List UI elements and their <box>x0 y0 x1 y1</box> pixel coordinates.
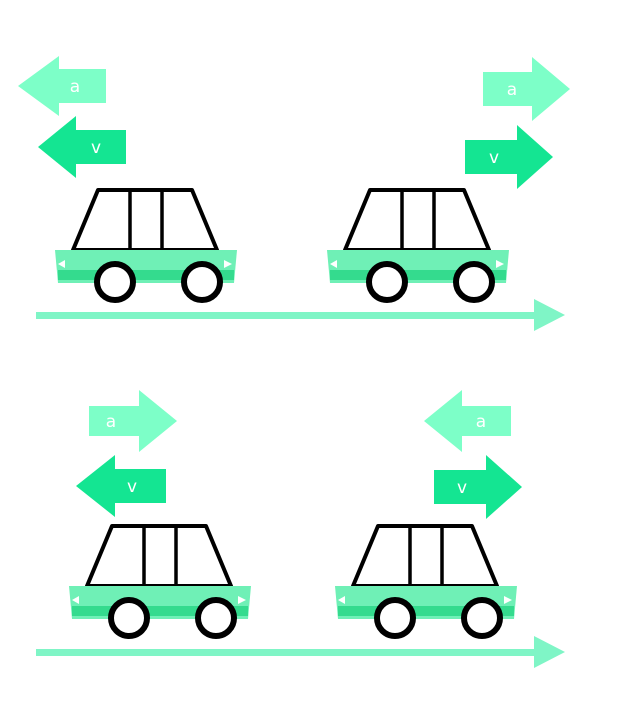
acceleration-label: a <box>507 80 517 100</box>
arrow-icon <box>465 125 553 189</box>
acceleration-label: a <box>106 412 116 432</box>
arrow-icon <box>89 390 177 452</box>
velocity-arrow-top-right: v <box>465 125 553 189</box>
arrow-icon <box>434 455 522 519</box>
velocity-label: v <box>457 478 467 498</box>
velocity-arrow-bottom-right: v <box>434 455 522 519</box>
velocity-label: v <box>489 148 499 168</box>
car-icon <box>55 190 237 300</box>
panel-bottom-right: a v <box>335 390 522 636</box>
panel-top-left: a v <box>18 56 237 300</box>
velocity-label: v <box>91 138 101 158</box>
arrow-icon <box>76 455 166 517</box>
acceleration-label: a <box>70 77 80 97</box>
panel-bottom-left: a v <box>69 390 251 636</box>
acceleration-arrow-bottom-right: a <box>424 390 511 452</box>
arrow-icon <box>18 56 106 116</box>
position-axis-bottom <box>36 636 565 668</box>
acceleration-arrow-bottom-left: a <box>89 390 177 452</box>
acceleration-arrow-top-left: a <box>18 56 106 116</box>
car-icon <box>335 526 517 636</box>
car-icon <box>327 190 509 300</box>
arrow-icon <box>38 116 126 178</box>
panel-top-right: a v <box>327 57 570 300</box>
velocity-label: v <box>127 477 137 497</box>
arrow-icon <box>483 57 570 121</box>
car-icon <box>69 526 251 636</box>
position-axis-top <box>36 299 565 331</box>
acceleration-label: a <box>476 412 486 432</box>
velocity-arrow-top-left: v <box>38 116 126 178</box>
acceleration-arrow-top-right: a <box>483 57 570 121</box>
velocity-arrow-bottom-left: v <box>76 455 166 517</box>
arrow-icon <box>424 390 511 452</box>
